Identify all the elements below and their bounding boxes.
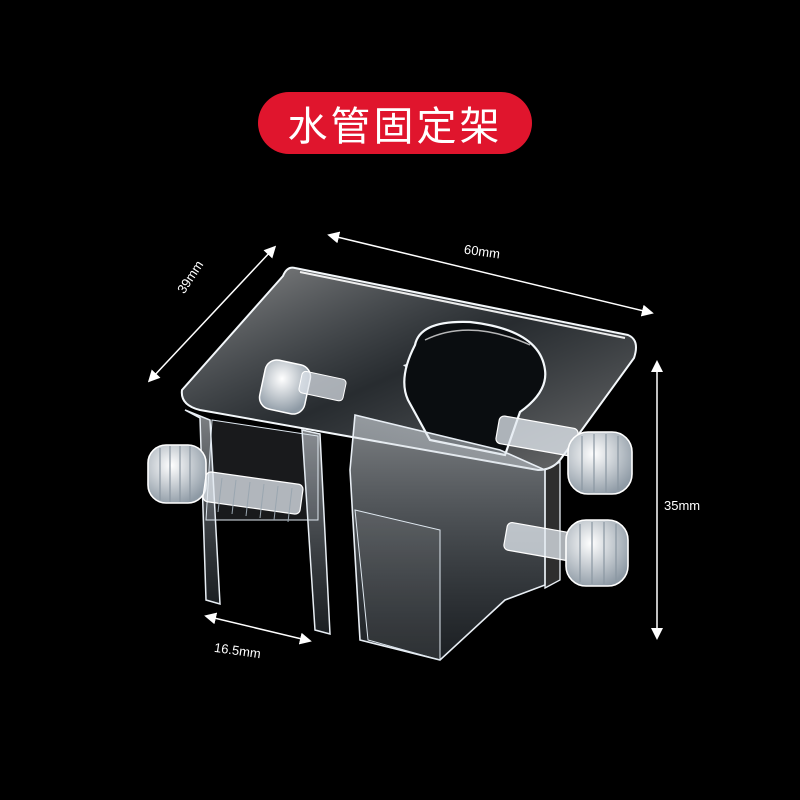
height-label: 35mm [664, 498, 701, 513]
title-badge: 水管固定架 [258, 92, 532, 154]
title-text: 水管固定架 [287, 104, 503, 150]
width-dimension-line [327, 231, 654, 317]
left-clamp-body [184, 409, 221, 606]
depth-dimension-line [147, 245, 277, 383]
screw-right-upper [495, 415, 633, 495]
screw-top-left [258, 359, 347, 415]
pipe-hole-rim [424, 329, 531, 346]
screw-front-left [147, 444, 304, 523]
pipe-channel-body [349, 414, 546, 661]
jaw-dimension-line [204, 612, 312, 645]
screw-right-lower [503, 519, 629, 587]
pipe-channel-slot [354, 509, 441, 661]
plate-highlight [299, 271, 626, 339]
center-divider [301, 429, 331, 635]
right-clamp-plate [544, 460, 561, 590]
